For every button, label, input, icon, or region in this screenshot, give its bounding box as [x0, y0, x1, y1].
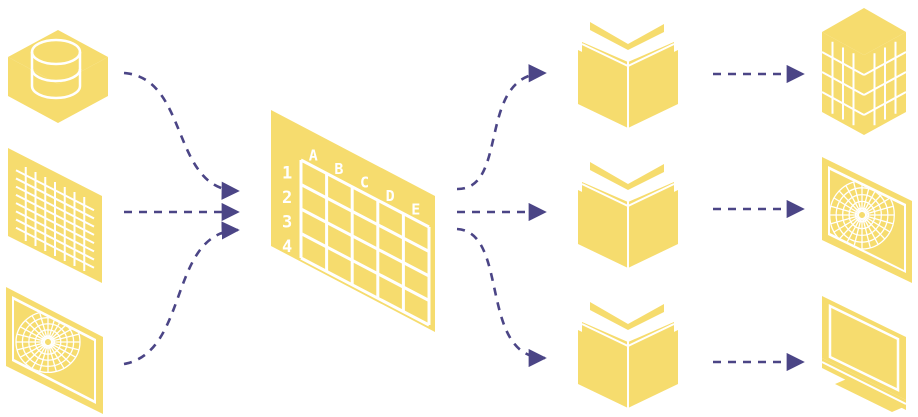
arrow-spreadsheet-to-book-top — [456, 64, 547, 191]
radial-chart-screen-icon — [822, 157, 912, 283]
column-header: D — [386, 187, 395, 205]
grid-table-icon — [8, 148, 102, 283]
row-header: 3 — [282, 212, 292, 232]
monitor-icon — [821, 296, 907, 412]
building-icon — [821, 8, 907, 135]
radial-chart-screen-icon — [6, 287, 103, 414]
column-header: A — [309, 147, 318, 165]
column-header: B — [334, 160, 343, 178]
row-header: 1 — [282, 163, 292, 183]
database-cube-icon — [8, 30, 108, 123]
open-book-icon — [578, 302, 678, 408]
column-header: C — [360, 174, 369, 192]
arrow-spreadsheet-to-book-bottom — [456, 227, 547, 368]
arrow-radial-to-spreadsheet — [123, 221, 240, 366]
arrow-database-to-spreadsheet — [123, 71, 240, 200]
open-book-icon — [578, 22, 678, 128]
row-header: 4 — [282, 237, 292, 257]
column-header: E — [411, 200, 420, 218]
row-header: 2 — [282, 188, 292, 208]
open-book-icon — [578, 162, 678, 268]
